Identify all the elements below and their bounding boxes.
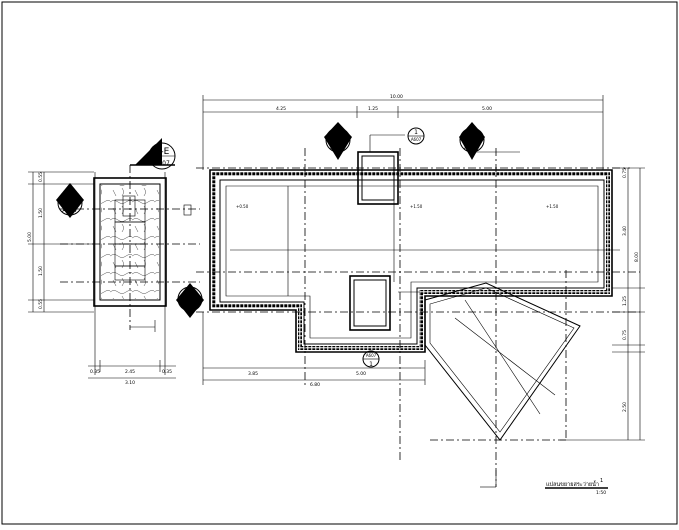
main-pool: +0.50 +1.50 +1.50 xyxy=(196,134,640,488)
detail-bottom-num: 1 xyxy=(369,361,373,368)
skimmer-top xyxy=(357,151,399,205)
section-tag-d-d: D-D A607 xyxy=(56,183,84,218)
small-pool xyxy=(60,165,200,375)
skimmer-bottom xyxy=(349,275,391,331)
diamond-outline xyxy=(424,282,581,441)
dim-top-total: 10.00 xyxy=(390,94,403,100)
title-block: แปลนขยายสระว่ายน้ำ 1 1:50 xyxy=(545,478,608,496)
drawing-number: 1 xyxy=(600,478,603,484)
section-tag-e-e: E-E A607 xyxy=(130,138,176,170)
section-b-b-ref: A607 xyxy=(464,144,480,151)
detail-tag-top: 1 A607 xyxy=(407,127,425,145)
detail-bottom-ref: A607 xyxy=(366,353,377,358)
dim-bm-total: 6.80 xyxy=(310,382,320,388)
dim-left-seg-2: 1.50 xyxy=(38,208,44,218)
main-pool-water xyxy=(225,185,599,339)
dim-right-seg-5: 2.50 xyxy=(622,402,628,412)
dim-left-seg-1: 0.55 xyxy=(38,172,44,182)
top-dimension-chain: 10.00 4.25 1.25 5.00 xyxy=(202,94,604,170)
dim-bm-seg-1: 3.85 xyxy=(248,371,258,377)
section-tag-b-b: B-B A607 xyxy=(459,122,520,160)
section-tag-a-a: A607 A-A xyxy=(176,283,204,318)
dim-left-seg-3: 1.50 xyxy=(38,266,44,276)
dim-top-seg-3: 5.00 xyxy=(482,106,492,112)
dim-right-total: 8.00 xyxy=(634,252,640,262)
dim-bm-seg-2: 5.00 xyxy=(356,371,366,377)
small-pool-marker xyxy=(183,204,192,216)
section-tag-c-c: C-C A607 xyxy=(324,122,352,160)
diamond-plaza xyxy=(424,282,581,441)
dim-right-seg-1: 0.75 xyxy=(622,168,628,178)
left-dimension-chain: 5.00 0.55 1.50 1.50 0.55 xyxy=(27,171,94,313)
section-c-c-ref: A607 xyxy=(330,144,346,151)
dim-top-seg-2: 1.25 xyxy=(368,106,378,112)
drawing-title: แปลนขยายสระว่ายน้ำ xyxy=(546,480,599,488)
dim-top-seg-1: 4.25 xyxy=(276,106,286,112)
dim-right-seg-2: 3.40 xyxy=(622,226,628,236)
dim-left-total: 5.00 xyxy=(27,232,33,242)
section-a-a-ref: A607 xyxy=(182,291,198,298)
level-3: +1.50 xyxy=(546,204,559,209)
dim-bl-seg-1: 0.35 xyxy=(90,369,100,375)
dim-bl-seg-2: 2.45 xyxy=(125,369,135,375)
bottom-left-dimension-chain: 0.35 2.45 0.35 3.10 xyxy=(88,360,176,386)
section-e-e-ref: A607 xyxy=(154,160,170,167)
detail-top-num: 1 xyxy=(414,129,418,136)
section-e-e-label: E-E xyxy=(155,147,170,157)
section-b-b-label: B-B xyxy=(464,131,479,141)
dim-left-seg-4: 0.55 xyxy=(38,299,44,309)
detail-tag-bottom: A607 1 xyxy=(362,350,380,368)
main-pool-coping xyxy=(209,169,613,353)
section-c-c-label: C-C xyxy=(330,131,346,141)
detail-top-ref: A607 xyxy=(411,137,422,142)
section-a-a-label: A-A xyxy=(182,301,198,311)
dim-right-seg-4: 0.75 xyxy=(622,330,628,340)
level-2: +1.50 xyxy=(410,204,423,209)
drawing-scale: 1:50 xyxy=(596,490,606,496)
section-d-d-label: D-D xyxy=(61,194,78,204)
dim-bl-total: 3.10 xyxy=(125,380,135,386)
bottom-mid-dimension-chain: 3.85 5.00 6.80 xyxy=(202,312,426,388)
dim-right-seg-3: 1.25 xyxy=(622,296,628,306)
section-d-d-ref: A607 xyxy=(62,207,78,214)
dim-bl-seg-3: 0.35 xyxy=(162,369,172,375)
level-1: +0.50 xyxy=(236,204,249,209)
small-pool-fitting xyxy=(122,195,136,217)
right-dimension-chain: 0.75 3.40 1.25 0.75 2.50 8.00 xyxy=(560,167,645,441)
